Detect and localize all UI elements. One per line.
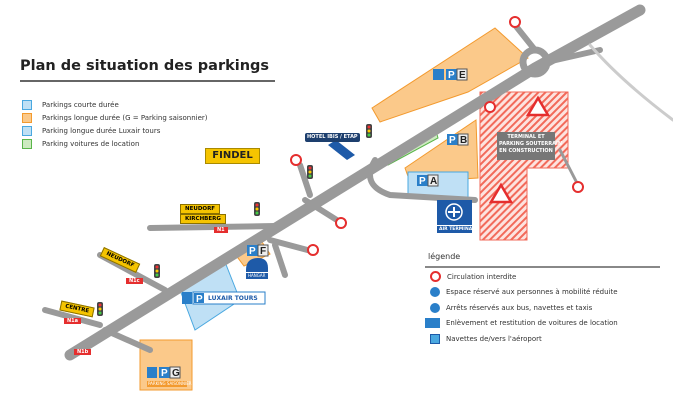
no-entry-circle-icon — [430, 271, 441, 282]
wheelchair-icon — [430, 287, 440, 297]
svg-text:P: P — [448, 70, 455, 81]
parking-f-letter: F — [260, 246, 266, 257]
road-n1b: N1b — [74, 349, 92, 355]
legend-divider — [425, 266, 660, 268]
traffic-light-icons — [97, 124, 372, 316]
legend-item: Espace réservé aux personnes à mobilité … — [430, 287, 618, 297]
parking-e-letter: E — [459, 70, 466, 81]
legend-title: légende — [428, 252, 461, 261]
svg-text:P: P — [249, 246, 256, 257]
svg-text:P: P — [161, 368, 168, 379]
svg-text:P: P — [419, 176, 426, 187]
legend-item: Arrêts réservés aux bus, navettes et tax… — [430, 303, 592, 313]
page-title: Plan de situation des parkings — [20, 58, 270, 74]
road-n1a: N1a — [64, 318, 82, 324]
title-divider — [20, 80, 275, 82]
road-n1: N1 — [214, 227, 228, 233]
hangar-building — [246, 258, 268, 272]
car-rental-icon — [425, 318, 440, 328]
roads — [42, 4, 673, 361]
parking-type-short: Parkings courte durée — [22, 100, 119, 110]
parking-type-long: Parkings longue durée (G = Parking saiso… — [22, 113, 208, 123]
parking-signs: P E P B P A P F P P G — [147, 68, 469, 387]
svg-text:P: P — [196, 294, 203, 305]
sign-kirchberg: KIRCHBERG — [180, 214, 226, 224]
parking-b-letter: B — [460, 135, 467, 146]
legend-item: Enlèvement et restitution de voitures de… — [425, 318, 618, 328]
shuttle-icon — [430, 334, 440, 344]
hotel-building — [328, 140, 355, 160]
legend-item: Circulation interdite — [430, 271, 516, 282]
parking-type-rental: Parking voitures de location — [22, 139, 139, 149]
hotel-label: HOTEL IBIS / ETAP — [307, 134, 358, 140]
hangar-label: HANGAR — [248, 273, 266, 278]
roadwork-warning-icons — [488, 95, 551, 204]
parking-a-letter: A — [430, 176, 437, 187]
construction-area — [479, 91, 569, 241]
svg-text:P: P — [449, 135, 456, 146]
legend-item: Navettes de/vers l'aéroport — [430, 334, 542, 344]
sign-neudorf-1: NEUDORF — [180, 204, 221, 214]
parking-g-letter: G — [172, 368, 180, 379]
parking-type-luxair: Parking longue durée Luxair tours — [22, 126, 160, 136]
luxair-label: LUXAIR TOURS — [208, 295, 258, 302]
road-n1c: N1c — [126, 278, 143, 284]
air-terminal-label: AIR TERMINAL — [439, 227, 476, 232]
no-entry-circles — [290, 16, 584, 256]
seasonal-label: PARKING SAISONNIER — [148, 381, 192, 386]
bus-stop-icon — [430, 303, 440, 313]
findel-label: FINDEL — [205, 148, 260, 164]
